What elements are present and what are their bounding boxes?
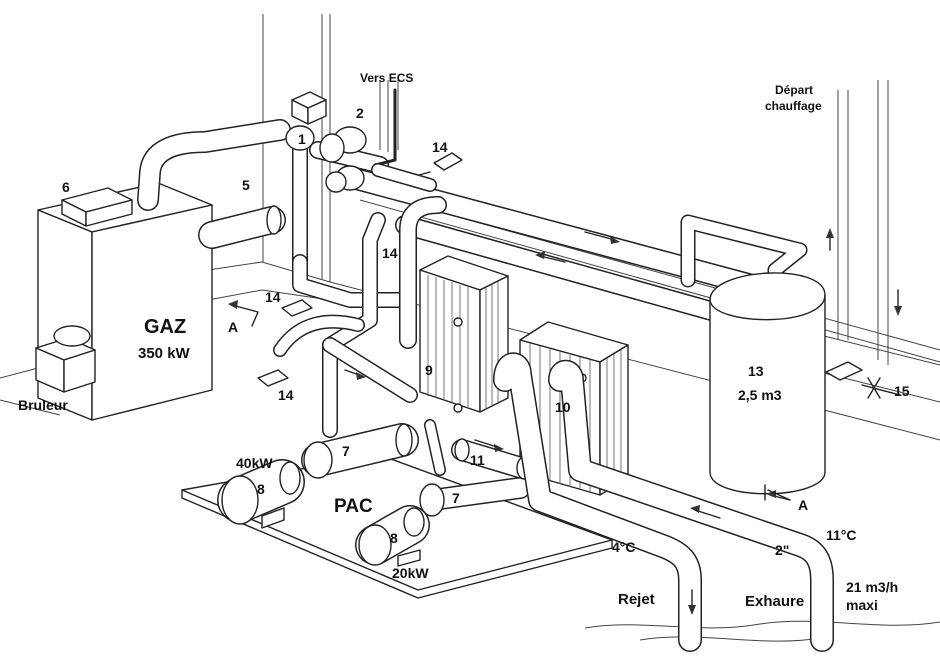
label-flow-line1: 21 m3/h bbox=[846, 579, 898, 595]
label-n9: 9 bbox=[425, 362, 433, 378]
section-marker-a-left bbox=[228, 300, 259, 327]
burner bbox=[35, 325, 96, 393]
label-n13: 13 bbox=[748, 363, 764, 379]
label-n14a: 14 bbox=[432, 139, 448, 155]
heat-exchanger-9 bbox=[419, 255, 509, 413]
label-temp-4: 4°C bbox=[612, 539, 636, 555]
label-n7a: 7 bbox=[342, 443, 350, 459]
label-n14b: 14 bbox=[382, 245, 398, 261]
label-a-left: A bbox=[228, 319, 238, 335]
label-depart-line2: chauffage bbox=[765, 99, 822, 113]
label-n5: 5 bbox=[242, 177, 250, 193]
motor-8-20kw bbox=[355, 505, 430, 567]
label-gaz-power: 350 kW bbox=[138, 345, 191, 362]
depart-chauffage-riser bbox=[826, 228, 902, 316]
section-marker-a-right bbox=[767, 489, 791, 501]
motor-8-40kw bbox=[217, 459, 305, 529]
gas-boiler bbox=[35, 119, 291, 421]
label-rejet: Rejet bbox=[618, 591, 655, 608]
label-temp-11: 11°C bbox=[826, 527, 857, 543]
circulator-2 bbox=[309, 88, 397, 193]
label-gaz: GAZ bbox=[144, 316, 186, 338]
compressor-7-lower bbox=[419, 477, 531, 517]
label-n15: 15 bbox=[894, 383, 910, 399]
valve-arrow-14-low bbox=[257, 369, 289, 387]
pipe-5 bbox=[198, 205, 286, 249]
label-n8b: 8 bbox=[390, 530, 398, 546]
valve-arrow-14-top bbox=[371, 152, 463, 192]
label-power-40: 40kW bbox=[236, 455, 273, 471]
label-bruleur: Bruleur bbox=[18, 397, 68, 413]
label-n14d: 14 bbox=[278, 387, 294, 403]
label-exhaure: Exhaure bbox=[745, 593, 804, 610]
label-a-right: A bbox=[798, 497, 808, 513]
distribution-pipes bbox=[273, 196, 447, 476]
buffer-tank-13 bbox=[709, 272, 826, 501]
label-n2: 2 bbox=[356, 105, 364, 121]
label-power-20: 20kW bbox=[392, 565, 429, 581]
label-tank-volume: 2,5 m3 bbox=[738, 387, 782, 403]
control-box-6 bbox=[61, 187, 133, 227]
label-n11: 11 bbox=[470, 452, 485, 468]
compressor-7-upper bbox=[301, 423, 419, 479]
label-n6: 6 bbox=[62, 179, 70, 195]
label-vers-ecs: Vers ECS bbox=[360, 71, 413, 85]
label-n10: 10 bbox=[555, 399, 571, 415]
label-flow-line2: maxi bbox=[846, 597, 878, 613]
label-pipe-size: 2" bbox=[775, 542, 789, 558]
valve-arrow-14-left bbox=[281, 299, 313, 317]
label-n8a: 8 bbox=[257, 481, 265, 497]
exhaure-pipe bbox=[548, 359, 834, 652]
label-pac: PAC bbox=[334, 496, 373, 517]
three-way-valve-1 bbox=[285, 91, 327, 270]
label-depart-line1: Départ bbox=[775, 83, 813, 97]
label-n1: 1 bbox=[298, 131, 306, 147]
valve-15 bbox=[825, 361, 901, 399]
rejet-pipe bbox=[493, 352, 702, 652]
label-n7b: 7 bbox=[452, 490, 460, 506]
label-n14c: 14 bbox=[265, 289, 281, 305]
labels: Vers ECS Départ chauffage 1 2 5 6 14 14 … bbox=[18, 71, 910, 613]
